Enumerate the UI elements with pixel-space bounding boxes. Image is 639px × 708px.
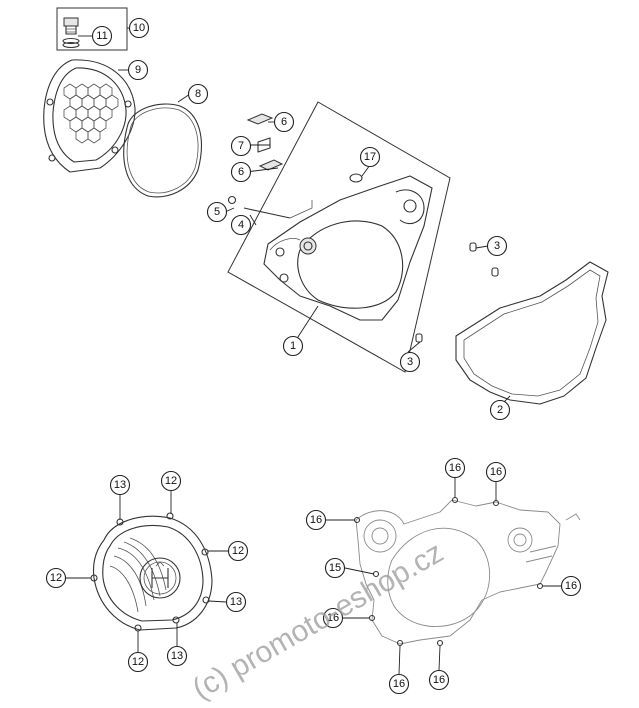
callout-16-g: 16 [428,669,450,691]
clutch-cover-outer [43,59,136,173]
svg-text:11: 11 [96,30,107,42]
callout-16-f: 16 [388,673,410,695]
svg-text:7: 7 [238,140,244,152]
svg-text:12: 12 [132,656,144,668]
cover-gasket [123,103,202,198]
svg-text:16: 16 [310,514,322,526]
plug-17 [349,173,363,183]
callout-10: 10 [128,17,150,39]
svg-text:12: 12 [232,545,244,557]
svg-text:16: 16 [449,462,461,474]
svg-text:15: 15 [329,562,341,574]
callout-group-bottom-right: 16 16 16 15 16 16 16 16 [305,457,582,695]
svg-text:2: 2 [497,404,503,416]
crankcase-gasket [455,261,609,405]
callout-3-upper: 3 [486,235,508,257]
callout-16-e: 16 [322,607,344,629]
callout-7: 7 [230,135,252,157]
callout-12-b: 12 [227,540,249,562]
callout-17: 17 [359,146,381,168]
clutch-cover-main [263,175,433,321]
callout-5: 5 [206,201,228,223]
svg-text:5: 5 [214,206,220,218]
callout-16-c: 16 [485,461,507,483]
callout-1: 1 [282,335,304,357]
oil-filler-plug [56,7,128,51]
svg-text:13: 13 [171,650,183,662]
callout-12-a: 12 [160,470,182,492]
leaders-top [78,27,511,405]
callout-group-top: 10 11 9 8 6 7 6 17 5 4 3 3 1 2 [91,17,511,421]
svg-text:16: 16 [490,466,502,478]
inner-cover-assembled [353,496,581,647]
svg-text:17: 17 [364,151,376,163]
svg-text:6: 6 [238,166,244,178]
callout-13-a: 13 [109,474,131,496]
svg-text:12: 12 [165,475,177,487]
callout-16-d: 16 [560,575,582,597]
inspection-plug-parts [246,113,284,171]
svg-text:13: 13 [230,596,242,608]
callout-11: 11 [91,25,113,47]
outer-cover-assembled [90,512,213,632]
screws-4-5 [227,195,313,219]
svg-text:13: 13 [114,479,126,491]
svg-text:16: 16 [565,580,577,592]
callout-13-c: 13 [166,645,188,667]
dowel-pins [415,242,499,343]
svg-text:3: 3 [407,356,413,368]
svg-text:8: 8 [195,88,201,100]
svg-text:10: 10 [133,22,145,34]
callout-12-c: 12 [45,567,67,589]
callout-4: 4 [230,214,252,236]
callout-2: 2 [489,399,511,421]
svg-text:16: 16 [393,678,405,690]
svg-text:3: 3 [494,240,500,252]
callout-3-lower: 3 [399,351,421,373]
leaders-bottom-left [66,490,228,652]
svg-text:12: 12 [50,572,62,584]
callout-16-a: 16 [305,509,327,531]
callout-16-b: 16 [444,457,466,479]
clutch-cover-frame [227,101,451,373]
svg-text:6: 6 [281,116,287,128]
callout-group-bottom-left: 13 12 12 12 13 12 13 [45,470,249,673]
callout-8: 8 [187,83,209,105]
svg-text:4: 4 [238,219,244,231]
callout-6-lower: 6 [230,161,252,183]
svg-text:16: 16 [327,612,339,624]
svg-text:16: 16 [433,674,445,686]
leaders-bottom-right [326,478,561,675]
svg-text:9: 9 [135,64,141,76]
callout-9: 9 [127,59,149,81]
callout-6-upper: 6 [273,111,295,133]
callout-15: 15 [324,557,346,579]
svg-text:1: 1 [290,340,296,352]
callout-12-d: 12 [127,651,149,673]
callout-13-b: 13 [225,591,247,613]
